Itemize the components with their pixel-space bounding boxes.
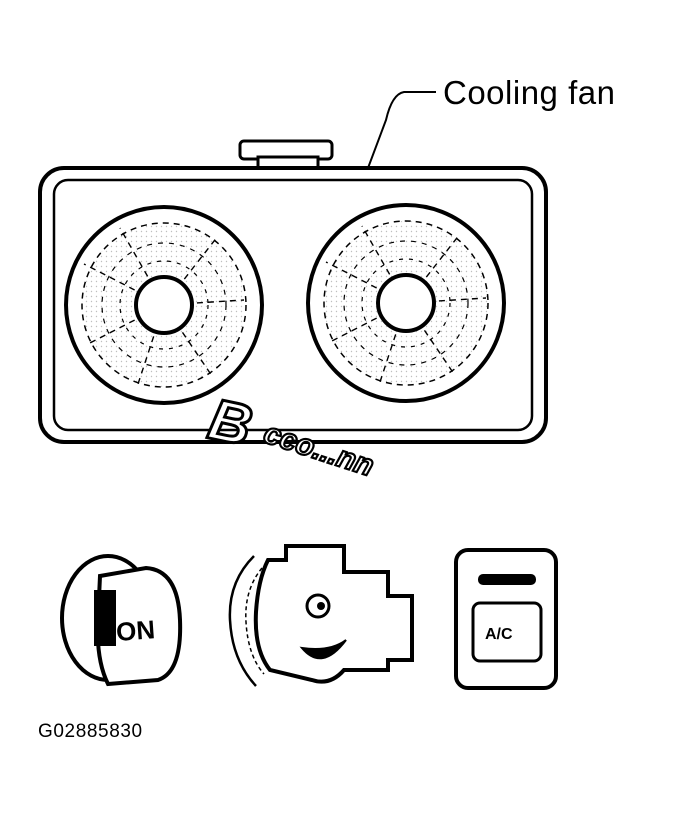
callout-leader-line: [355, 91, 436, 201]
cooling-fan-assembly-icon: [38, 139, 548, 444]
ignition-key-label: ON: [115, 614, 156, 647]
ac-button: [471, 601, 543, 663]
engine-mouth: [299, 639, 347, 660]
ac-switch-label: A/C: [485, 626, 513, 643]
left-fan-hub: [134, 275, 194, 335]
cooling-fan-callout-label: Cooling fan: [443, 74, 615, 111]
ac-switch-icon: A/C: [454, 548, 558, 690]
ac-indicator-light: [478, 574, 536, 585]
engine-character-icon: [228, 544, 414, 687]
figure-id: G02885830: [38, 721, 143, 742]
ignition-key-icon: ON: [60, 554, 183, 687]
right-fan-icon: [306, 203, 506, 403]
left-fan-icon: [64, 205, 264, 405]
right-fan-hub: [376, 273, 436, 333]
fan-shroud-inner: [52, 178, 534, 432]
